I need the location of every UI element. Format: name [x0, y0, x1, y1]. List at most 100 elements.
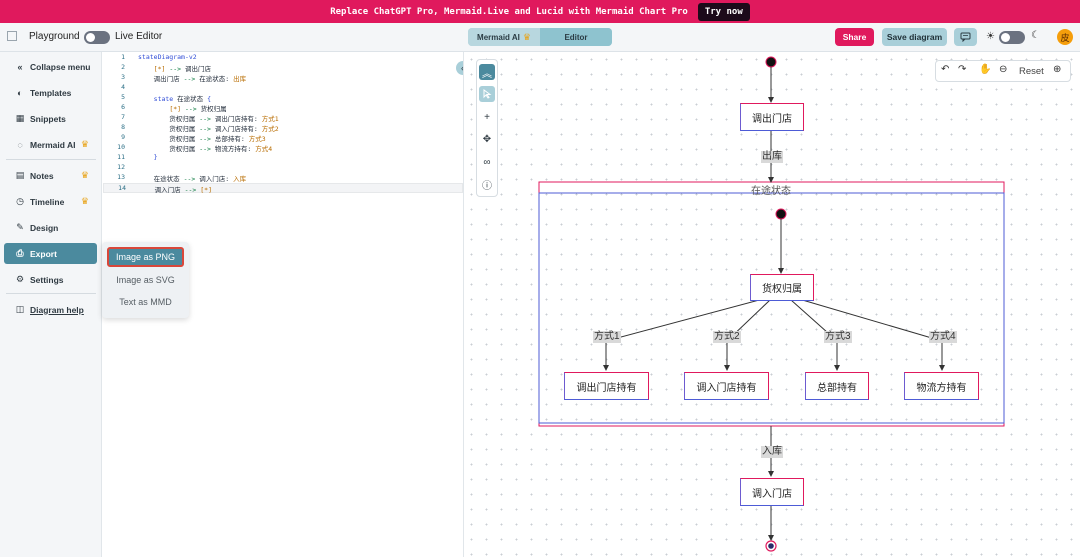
promo-text: Replace ChatGPT Pro, Mermaid.Live and Lu… — [330, 6, 688, 17]
export-svg-item[interactable]: Image as SVG — [116, 275, 175, 285]
feedback-button[interactable] — [954, 28, 977, 46]
chat-icon — [960, 32, 971, 42]
sidebar-item-label: Templates — [30, 87, 72, 98]
move-tool-button[interactable]: ✥ — [479, 131, 495, 147]
code-line: 5 state 在途状态 { — [121, 93, 211, 103]
link-icon: ∞ — [483, 156, 491, 168]
code-line: 6 [*] --> 货权归属 — [121, 103, 227, 113]
tab-editor[interactable]: Editor — [540, 28, 612, 46]
state-in-store-hold: 调入门店持有 — [684, 372, 769, 400]
sidebar-divider — [6, 293, 96, 294]
promo-banner: Replace ChatGPT Pro, Mermaid.Live and Lu… — [0, 0, 1080, 23]
snippets-icon: ▦ — [15, 113, 25, 123]
state-out-store-hold: 调出门店持有 — [564, 372, 649, 400]
state-in-store: 调入门店 — [740, 478, 804, 506]
code-line: 7 货权归属 --> 调出门店持有: 方式1 — [121, 113, 279, 123]
palette-icon: ◐ — [17, 87, 23, 98]
collapse-up-button[interactable]: ︽ — [479, 64, 495, 80]
export-menu: Image as PNG Image as SVG Text as MMD — [102, 242, 189, 318]
sidebar-item-settings[interactable]: ⚙ Settings — [4, 269, 97, 290]
export-mmd-item[interactable]: Text as MMD — [119, 297, 172, 307]
redo-icon[interactable]: ↷ — [958, 64, 967, 75]
select-tool-button[interactable] — [479, 86, 495, 102]
moon-icon: ☾ — [1031, 30, 1040, 41]
edge-label-method-3: 方式3 — [824, 331, 852, 343]
code-line: 4 — [121, 83, 125, 91]
save-diagram-button[interactable]: Save diagram — [882, 28, 947, 46]
logo-icon[interactable] — [7, 31, 17, 41]
tab-editor-label: Editor — [564, 32, 588, 42]
sidebar — [0, 52, 102, 557]
app-header: Playground Live Editor Mermaid AI ♛ Edit… — [0, 23, 1080, 52]
code-line: 11 } — [117, 153, 158, 161]
export-icon: ⎙ — [16, 248, 24, 258]
export-png-item[interactable]: Image as PNG — [107, 247, 184, 267]
sun-icon: ☀ — [986, 31, 995, 42]
edge-label-ship-out: 出库 — [761, 151, 783, 163]
tab-mermaid-ai-label: Mermaid AI — [477, 32, 520, 42]
sidebar-item-diagram-help[interactable]: ◫ Diagram help — [4, 299, 97, 320]
zoom-in-icon[interactable]: ⊕ — [1053, 64, 1062, 75]
code-line: 8 货权归属 --> 调入门店持有: 方式2 — [121, 123, 279, 133]
add-tool-button[interactable]: + — [479, 109, 495, 125]
sidebar-item-label: Notes — [30, 170, 54, 181]
edge-label-method-2: 方式2 — [713, 331, 741, 343]
inner-start-state — [775, 208, 787, 220]
sidebar-item-label: Mermaid AI — [30, 139, 76, 150]
share-button[interactable]: Share — [835, 28, 874, 46]
sidebar-item-label: Snippets — [30, 113, 66, 124]
sidebar-item-templates[interactable]: ◐ Templates — [4, 82, 97, 103]
canvas-toolbar: ︽ + ✥ ∞ ⓘ — [476, 59, 498, 197]
gear-icon: ⚙ — [15, 274, 25, 284]
state-hq-hold: 总部持有 — [805, 372, 869, 400]
crown-icon: ♛ — [80, 170, 89, 180]
edge-label-method-4: 方式4 — [929, 331, 957, 343]
edge-label-ship-in: 入库 — [761, 446, 783, 458]
sidebar-item-snippets[interactable]: ▦ Snippets — [4, 108, 97, 129]
view-toolbar: ↶ ↷ ✋ ⊖ Reset ⊕ — [935, 60, 1071, 82]
code-line: 3 调出门店 --> 在途状态: 出库 — [121, 73, 247, 83]
state-diagram: 调出门店 出库 在途状态 货权归属 方式1 方式2 方式3 方式4 调出门店持有… — [463, 52, 1080, 557]
double-chevron-left-icon: « — [17, 61, 23, 72]
plus-icon: + — [484, 111, 490, 123]
state-out-store: 调出门店 — [740, 103, 804, 131]
avatar[interactable]: 皮 — [1057, 29, 1073, 45]
clock-icon: ◷ — [16, 196, 24, 206]
sidebar-item-export[interactable]: ⎙ Export — [4, 243, 97, 264]
theme-toggle[interactable] — [999, 31, 1025, 44]
sidebar-item-label: Diagram help — [30, 304, 84, 315]
tab-mermaid-ai[interactable]: Mermaid AI ♛ — [468, 28, 540, 46]
sidebar-item-timeline[interactable]: ◷ Timeline ♛ — [4, 191, 97, 212]
composite-state-inner — [538, 192, 1005, 424]
start-state — [765, 56, 777, 68]
undo-icon[interactable]: ↶ — [941, 64, 950, 75]
sidebar-item-label: Design — [30, 222, 59, 233]
info-button[interactable]: ⓘ — [479, 176, 495, 192]
book-icon: ◫ — [15, 304, 25, 314]
sidebar-item-mermaid-ai[interactable]: ◌ Mermaid AI ♛ — [4, 134, 97, 155]
move-icon: ✥ — [482, 133, 492, 145]
sidebar-item-label: Collapse menu — [30, 61, 91, 72]
crown-icon: ♛ — [522, 31, 531, 42]
end-state-core — [768, 543, 774, 549]
notes-icon: ▤ — [15, 170, 25, 180]
state-logistics-hold: 物流方持有 — [904, 372, 979, 400]
crown-icon: ♛ — [80, 139, 89, 149]
sidebar-item-collapse-menu[interactable]: « Collapse menu — [4, 56, 97, 77]
reset-button[interactable]: Reset — [1019, 66, 1044, 77]
sidebar-item-design[interactable]: ✎ Design — [4, 217, 97, 238]
code-line-active: 14 调入门店 --> [*] — [103, 183, 463, 194]
link-tool-button[interactable]: ∞ — [479, 154, 495, 170]
code-line: 12 — [117, 163, 125, 171]
try-now-button[interactable]: Try now — [697, 2, 750, 21]
sidebar-item-notes[interactable]: ▤ Notes ♛ — [4, 165, 97, 186]
code-line: 2 [*] --> 调出门店 — [121, 63, 211, 73]
sidebar-item-label: Export — [30, 248, 57, 259]
zoom-out-icon[interactable]: ⊖ — [999, 64, 1008, 75]
live-editor-toggle[interactable] — [84, 31, 110, 44]
brush-icon: ✎ — [16, 222, 24, 232]
hand-icon[interactable]: ✋ — [979, 64, 992, 75]
cursor-icon — [483, 89, 492, 99]
chat-bubble-icon: ◌ — [17, 139, 23, 150]
